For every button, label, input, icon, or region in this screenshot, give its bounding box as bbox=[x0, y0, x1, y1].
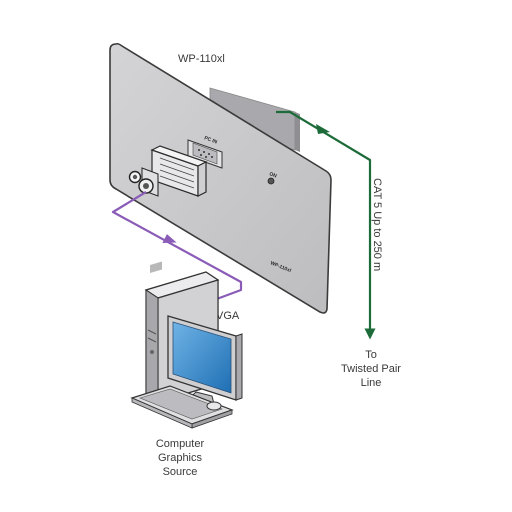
on-label: ON bbox=[268, 171, 277, 179]
destination-line-2: Twisted Pair bbox=[341, 363, 401, 375]
source-line-1: Computer bbox=[156, 438, 205, 450]
wall-plate bbox=[109, 42, 332, 314]
cat5-cable bbox=[276, 110, 376, 340]
source-line-2: Graphics bbox=[158, 452, 203, 464]
source-label: Computer Graphics Source bbox=[156, 438, 205, 478]
model-label: WP-110xl bbox=[178, 53, 225, 65]
computer-icon bbox=[130, 261, 243, 429]
destination-line-1: To bbox=[365, 349, 377, 361]
source-line-3: Source bbox=[163, 466, 198, 478]
cat5-distance-label: CAT 5 Up to 250 m bbox=[371, 178, 383, 271]
vga-cable bbox=[111, 191, 243, 302]
pc-in-label: PC IN bbox=[203, 135, 218, 145]
destination-label: To Twisted Pair Line bbox=[341, 349, 401, 389]
vga-plug bbox=[128, 145, 208, 197]
pc-in-port bbox=[187, 139, 223, 169]
vga-label: VGA bbox=[216, 310, 240, 322]
destination-line-3: Line bbox=[361, 377, 382, 389]
on-led bbox=[267, 177, 275, 185]
